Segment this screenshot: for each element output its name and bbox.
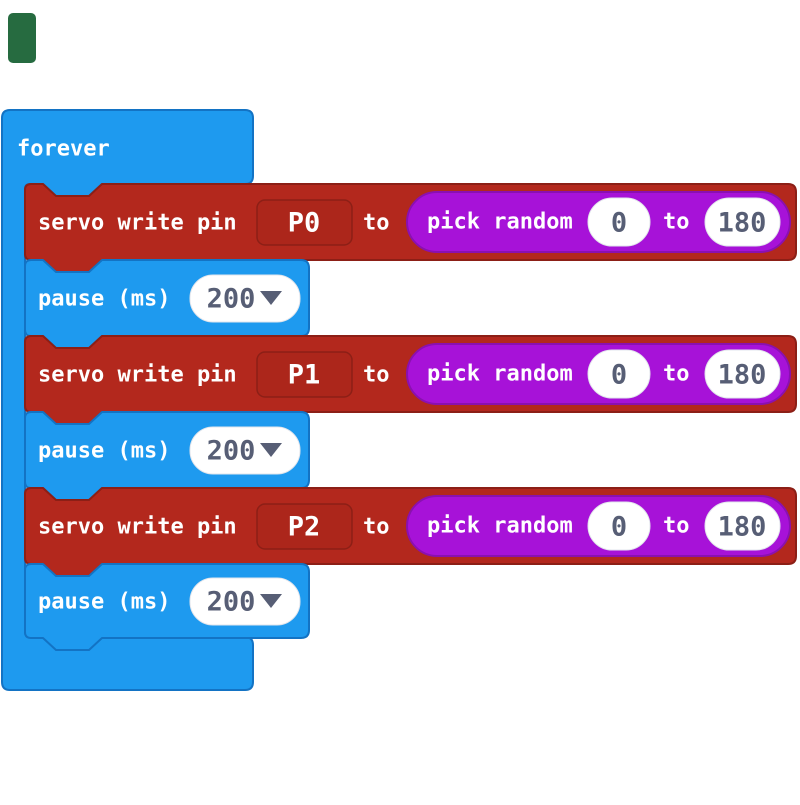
pin-dropdown-field[interactable] [256, 503, 353, 550]
number-input-value[interactable]: 0 [611, 360, 627, 391]
chevron-down-icon [260, 594, 282, 608]
partial-block-fragment [8, 13, 36, 63]
to-label: to [663, 362, 690, 387]
number-input-value[interactable]: 0 [611, 512, 627, 543]
pause-block[interactable]: pause (ms) 200 [24, 563, 310, 651]
pick-random-block[interactable]: pick random 0 to 180 [406, 191, 791, 253]
pause-block-label: pause (ms) [38, 439, 170, 464]
number-input-field[interactable] [704, 197, 781, 247]
duration-dropdown[interactable]: 200 [189, 274, 301, 323]
number-input-field[interactable] [587, 349, 651, 399]
chevron-down-icon [260, 291, 282, 305]
duration-dropdown-shape[interactable] [189, 426, 301, 475]
number-input-field[interactable] [587, 197, 651, 247]
pick-random-label: pick random [427, 210, 573, 235]
servo-block-label: servo write pin [38, 363, 237, 388]
servo-block-label: servo write pin [38, 515, 237, 540]
chevron-down-icon [260, 443, 282, 457]
pause-block[interactable]: pause (ms) 200 [24, 411, 310, 501]
servo-block-label: servo write pin [38, 211, 237, 236]
to-label: to [363, 515, 390, 540]
pin-dropdown-value[interactable]: P1 [288, 360, 321, 391]
to-label: to [663, 514, 690, 539]
to-label: to [663, 210, 690, 235]
pause-block-label: pause (ms) [38, 287, 170, 312]
pick-random-label: pick random [427, 362, 573, 387]
servo-write-block[interactable]: servo write pin P2 to pick random 0 to 1… [24, 487, 797, 577]
pause-block-label: pause (ms) [38, 590, 170, 615]
pin-dropdown-value[interactable]: P0 [288, 208, 321, 239]
to-label: to [363, 211, 390, 236]
number-input-value[interactable]: 0 [611, 208, 627, 239]
servo-write-block[interactable]: servo write pin P0 to pick random 0 to 1… [24, 183, 797, 273]
duration-dropdown-value[interactable]: 200 [207, 587, 256, 618]
servo-write-block[interactable]: servo write pin P1 to pick random 0 to 1… [24, 335, 797, 425]
number-input-value[interactable]: 180 [718, 512, 767, 543]
number-input-field[interactable] [704, 349, 781, 399]
forever-label: forever [17, 137, 110, 162]
duration-dropdown-value[interactable]: 200 [207, 436, 256, 467]
number-input-field[interactable] [587, 501, 651, 551]
pick-random-block[interactable]: pick random 0 to 180 [406, 343, 791, 405]
number-input-value[interactable]: 180 [718, 208, 767, 239]
pin-dropdown-field[interactable] [256, 351, 353, 398]
duration-dropdown-shape[interactable] [189, 577, 301, 626]
pick-random-block[interactable]: pick random 0 to 180 [406, 495, 791, 557]
duration-dropdown-value[interactable]: 200 [207, 284, 256, 315]
duration-dropdown[interactable]: 200 [189, 577, 301, 626]
number-input-value[interactable]: 180 [718, 360, 767, 391]
pause-block[interactable]: pause (ms) 200 [24, 259, 310, 349]
to-label: to [363, 363, 390, 388]
pin-dropdown-value[interactable]: P2 [288, 512, 321, 543]
number-input-field[interactable] [704, 501, 781, 551]
pick-random-label: pick random [427, 514, 573, 539]
pin-dropdown-field[interactable] [256, 199, 353, 246]
duration-dropdown[interactable]: 200 [189, 426, 301, 475]
duration-dropdown-shape[interactable] [189, 274, 301, 323]
